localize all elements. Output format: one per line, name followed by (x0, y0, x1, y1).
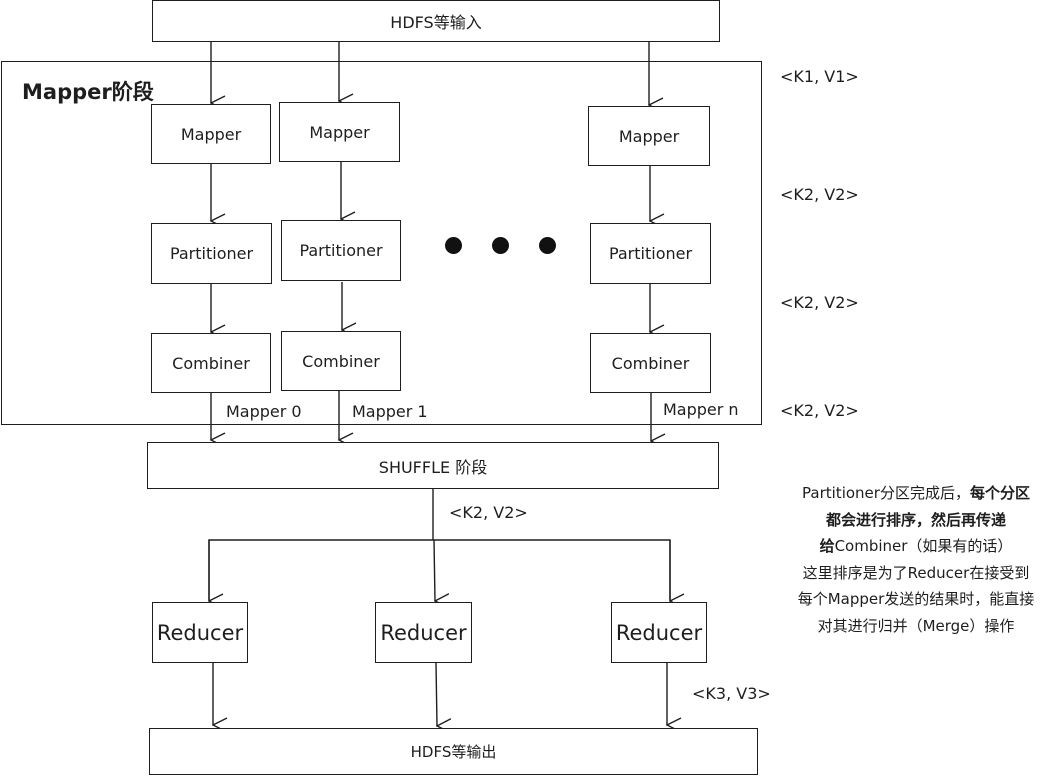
mapper-1-output-label: Mapper 1 (352, 402, 428, 421)
arrow-reducer1-output (435, 662, 437, 726)
mapper-label: Mapper (309, 122, 370, 142)
mapper-label: Mapper (180, 124, 242, 144)
kv-label-k2v2-shuffle: <K2, V2> (449, 503, 528, 522)
mapper-box-n: Mapper (588, 106, 710, 166)
note-line-6: 对其进行归并（Merge）操作 (817, 616, 1015, 635)
hdfs-output-box: HDFS等输出 (149, 728, 758, 775)
sorting-note: Partitioner分区完成后，每个分区 都会进行排序，然后再传递 给Comb… (770, 480, 1062, 639)
reducer-label: Reducer (156, 620, 244, 645)
note-line-4: 这里排序是为了Reducer在接受到 (802, 563, 1030, 582)
ellipsis-dot (445, 237, 462, 254)
arrow-shuffle-reducer1 (433, 539, 435, 601)
ellipsis-dot (539, 237, 556, 254)
combiner-label: Combiner (302, 351, 380, 371)
note-line-2: 都会进行排序，然后再传递 (825, 510, 1006, 529)
arrow-shuffle-branch (208, 539, 671, 600)
ellipsis-dot (492, 237, 509, 254)
mapper-stage-title: Mapper阶段 (22, 80, 154, 104)
note-line-5: 每个Mapper发送的结果时，能直接 (797, 590, 1035, 608)
partitioner-label: Partitioner (299, 241, 383, 260)
mapper-n-output-label: Mapper n (663, 400, 739, 419)
hdfs-input-label: HDFS等输入 (390, 13, 482, 32)
reducer-label: Reducer (615, 620, 703, 645)
mapper-label: Mapper (618, 126, 680, 146)
reducer-box-2: Reducer (611, 602, 707, 663)
mapper-stage-frame (1, 61, 762, 425)
partitioner-box-n: Partitioner (590, 223, 711, 284)
combiner-label: Combiner (611, 353, 690, 373)
partitioner-box-0: Partitioner (151, 223, 272, 284)
combiner-box-0: Combiner (151, 333, 271, 393)
kv-label-k2v2-combiner: <K2, V2> (780, 401, 859, 420)
note-line-3: 给Combiner（如果有的话） (819, 537, 1013, 555)
hdfs-output-label: HDFS等输出 (410, 743, 497, 761)
hdfs-input-box: HDFS等输入 (152, 0, 720, 42)
reducer-label: Reducer (380, 620, 467, 645)
combiner-label: Combiner (172, 353, 250, 373)
partitioner-label: Partitioner (169, 244, 254, 263)
mapper-box-0: Mapper (151, 104, 271, 164)
kv-label-k3v3: <K3, V3> (692, 684, 771, 703)
combiner-box-n: Combiner (590, 333, 711, 393)
mapper-0-output-label: Mapper 0 (226, 402, 302, 421)
partitioner-label: Partitioner (608, 244, 693, 263)
reducer-box-0: Reducer (152, 602, 248, 663)
combiner-box-1: Combiner (281, 331, 401, 391)
reducer-box-1: Reducer (375, 602, 472, 663)
kv-label-k2v2-mapper: <K2, V2> (780, 185, 859, 204)
note-line-1: Partitioner分区完成后，每个分区 (802, 484, 1030, 502)
partitioner-box-1: Partitioner (281, 220, 401, 281)
kv-label-k1v1: <K1, V1> (780, 67, 859, 86)
shuffle-stage-box: SHUFFLE 阶段 (147, 442, 719, 489)
shuffle-stage-label: SHUFFLE 阶段 (378, 457, 488, 477)
mapper-box-1: Mapper (279, 102, 400, 162)
kv-label-k2v2-partitioner: <K2, V2> (780, 293, 859, 312)
